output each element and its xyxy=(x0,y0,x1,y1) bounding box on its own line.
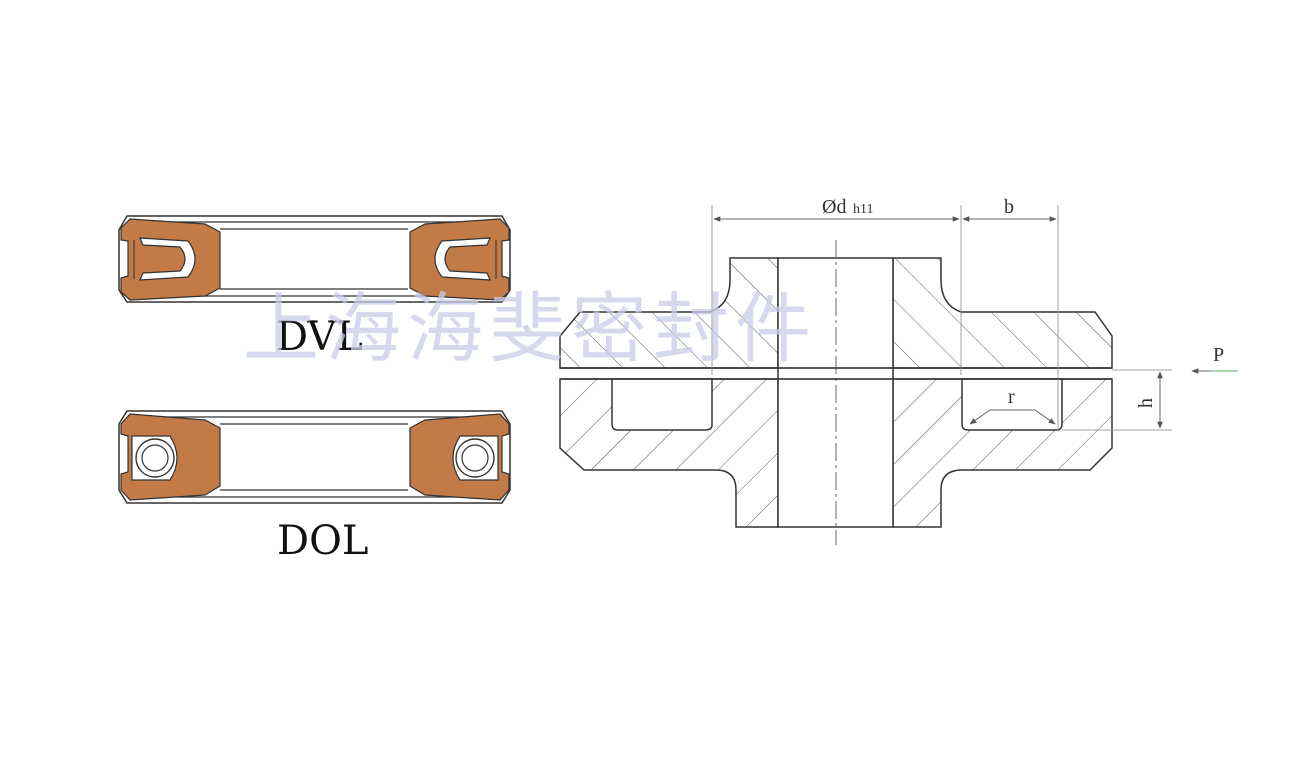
dvl-left-v-spring-icon xyxy=(139,237,196,281)
diameter-label: Ød xyxy=(822,196,846,218)
height-label: h xyxy=(1135,398,1157,408)
dvl-outer-frame xyxy=(118,215,511,303)
dvl-right-v-spring-icon xyxy=(434,237,491,281)
dvl-left-profile xyxy=(120,218,221,301)
dol-outer-frame xyxy=(118,410,511,504)
right-seal-groove xyxy=(961,378,1063,431)
tolerance-label: h11 xyxy=(853,202,873,217)
width-label: b xyxy=(1004,196,1014,218)
upper-housing xyxy=(559,257,779,369)
dvl-seal-drawing: DVL xyxy=(118,215,511,360)
upper-housing-right xyxy=(892,257,1113,369)
radius-label: r xyxy=(1008,386,1015,408)
watermark-text: 上海海斐密封件 xyxy=(243,284,817,373)
dol-seal-drawing: DOL xyxy=(118,410,511,564)
left-seal-groove xyxy=(611,378,713,431)
dvl-label: DVL xyxy=(276,314,363,360)
installation-section: Ød h11 b h r P xyxy=(559,196,1238,545)
dol-label: DOL xyxy=(277,518,368,564)
pressure-label: P xyxy=(1213,344,1224,366)
radius-indicator xyxy=(969,409,1056,425)
